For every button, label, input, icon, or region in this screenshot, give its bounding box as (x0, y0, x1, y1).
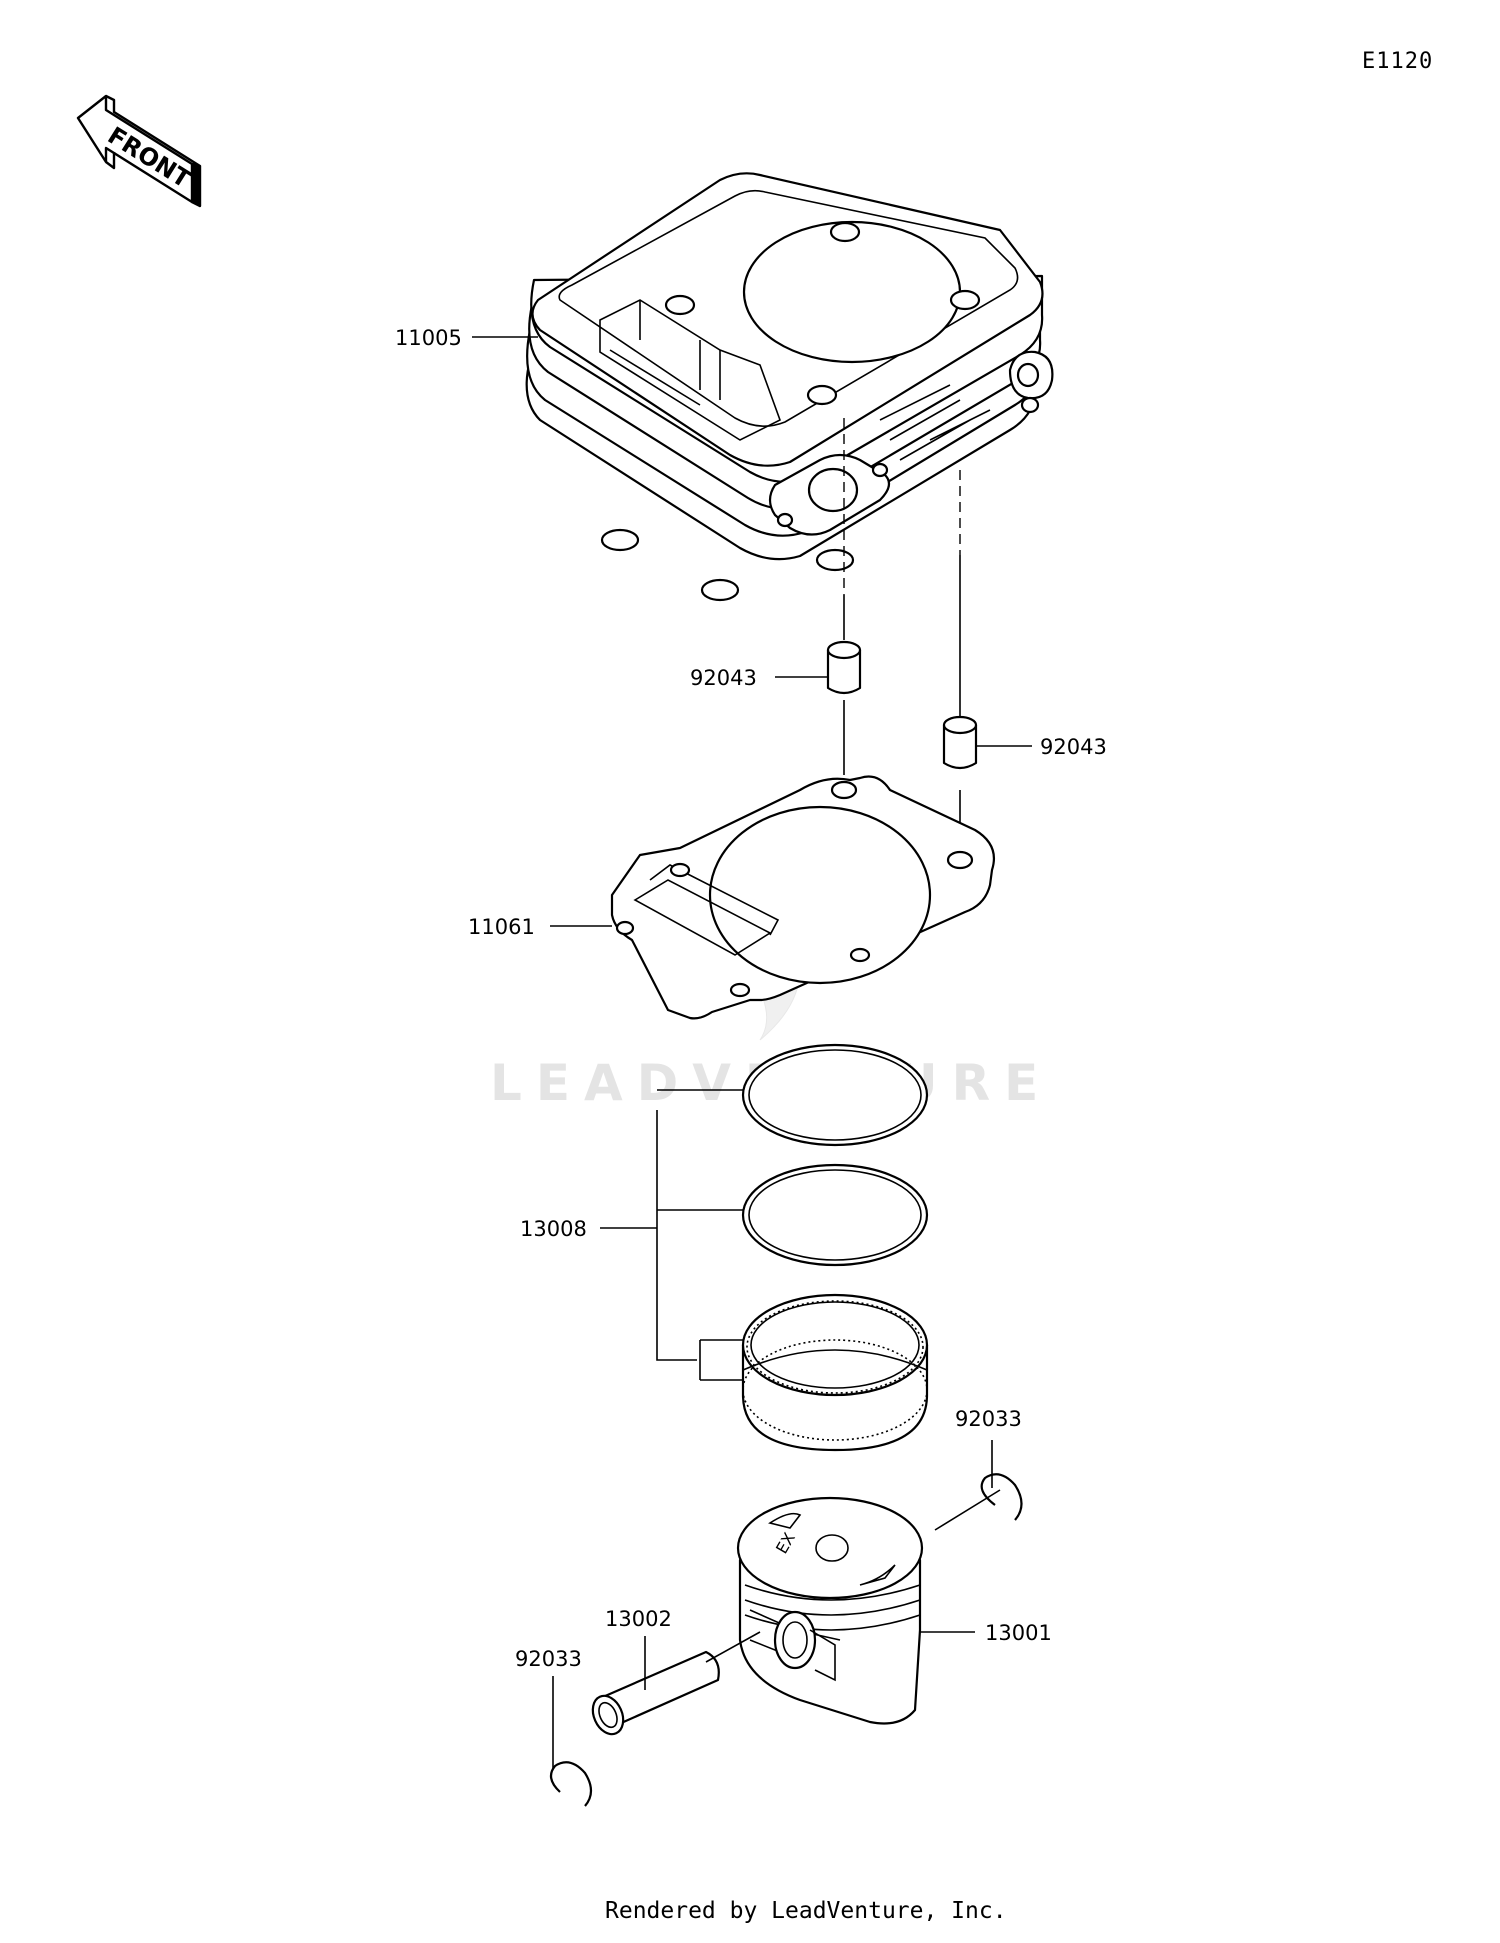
callout-leaders (472, 336, 1032, 1768)
label-piston: 13001 (985, 1621, 1052, 1645)
dowel-pin-left (826, 640, 862, 695)
piston-ring-oil (741, 1293, 929, 1452)
piston-pin (591, 1650, 720, 1736)
label-circlip-right: 92033 (955, 1407, 1022, 1431)
dowel-pin-right (942, 715, 978, 770)
diagram-code: E1120 (1362, 49, 1433, 74)
piston-ring-top (741, 1043, 929, 1147)
piston: EX (736, 1496, 924, 1725)
label-circlip-left: 92033 (515, 1647, 582, 1671)
label-piston-ring-set: 13008 (520, 1217, 587, 1241)
label-dowel-pin-right: 92043 (1040, 735, 1107, 759)
cylinder (525, 172, 1054, 602)
label-cylinder: 11005 (395, 326, 462, 350)
cylinder-gasket (610, 775, 996, 1020)
footer-credit: Rendered by LeadVenture, Inc. (605, 1898, 1007, 1924)
label-cylinder-gasket: 11061 (468, 915, 535, 939)
circlip-left (549, 1761, 593, 1807)
label-dowel-pin-left: 92043 (690, 666, 757, 690)
label-piston-pin: 13002 (605, 1607, 672, 1631)
front-arrow-icon: FRONT (76, 94, 202, 208)
piston-ring-bracket (656, 1089, 743, 1381)
piston-ring-second (741, 1163, 929, 1267)
